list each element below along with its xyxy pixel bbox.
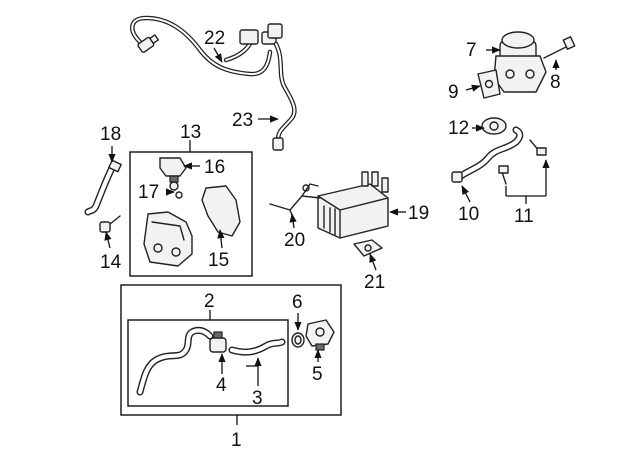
hose-3[interactable] bbox=[228, 338, 286, 356]
callout-16: 16 bbox=[204, 157, 225, 178]
canister-bracket-21[interactable] bbox=[353, 239, 383, 257]
callout-5: 5 bbox=[312, 364, 323, 385]
callout-9: 9 bbox=[448, 82, 459, 103]
callout-6: 6 bbox=[292, 292, 303, 313]
check-valve-4[interactable] bbox=[209, 331, 227, 353]
charcoal-canister-19[interactable] bbox=[317, 171, 389, 239]
clamp-6[interactable] bbox=[291, 332, 305, 348]
solenoid-valve-5[interactable] bbox=[305, 319, 335, 351]
vacuum-hose-2[interactable] bbox=[136, 326, 214, 396]
callout-7: 7 bbox=[466, 40, 477, 61]
group-2-frame bbox=[127, 319, 289, 407]
callout-22: 22 bbox=[204, 28, 225, 49]
egr-tube-10[interactable] bbox=[451, 126, 524, 183]
callout-8: 8 bbox=[550, 72, 561, 93]
callout-14: 14 bbox=[100, 252, 122, 273]
o-ring-17[interactable] bbox=[175, 191, 183, 199]
bolt-14[interactable] bbox=[99, 215, 121, 233]
callout-19: 19 bbox=[408, 203, 429, 224]
canister-bracket-20[interactable] bbox=[269, 183, 321, 221]
group-13-frame bbox=[129, 151, 253, 277]
callout-13: 13 bbox=[180, 122, 201, 143]
oxygen-sensor-harness-23[interactable] bbox=[267, 23, 297, 151]
egr-gasket-12[interactable] bbox=[481, 117, 507, 135]
callout-10: 10 bbox=[458, 204, 479, 225]
callout-21: 21 bbox=[364, 272, 385, 293]
shield-15[interactable] bbox=[201, 185, 241, 237]
callout-20: 20 bbox=[284, 230, 305, 251]
group-1-frame bbox=[120, 284, 342, 416]
vacuum-hose-18[interactable] bbox=[84, 159, 122, 216]
callout-4: 4 bbox=[216, 375, 227, 396]
callout-11: 11 bbox=[514, 206, 534, 227]
egr-bolt-8[interactable] bbox=[543, 36, 576, 59]
callout-2: 2 bbox=[204, 291, 215, 312]
egr-valve-7[interactable] bbox=[493, 31, 547, 93]
callout-15: 15 bbox=[208, 250, 229, 271]
egr-bolts-11[interactable] bbox=[498, 139, 547, 185]
callout-17: 17 bbox=[138, 182, 159, 203]
callout-1: 1 bbox=[231, 430, 242, 451]
callout-23: 23 bbox=[232, 110, 253, 131]
purge-valve-16[interactable] bbox=[159, 157, 187, 191]
callout-3: 3 bbox=[252, 388, 263, 409]
callout-12: 12 bbox=[448, 118, 469, 139]
callout-18: 18 bbox=[100, 124, 121, 145]
egr-gasket-9[interactable] bbox=[477, 69, 501, 99]
canister-bracket-13[interactable] bbox=[143, 211, 193, 267]
